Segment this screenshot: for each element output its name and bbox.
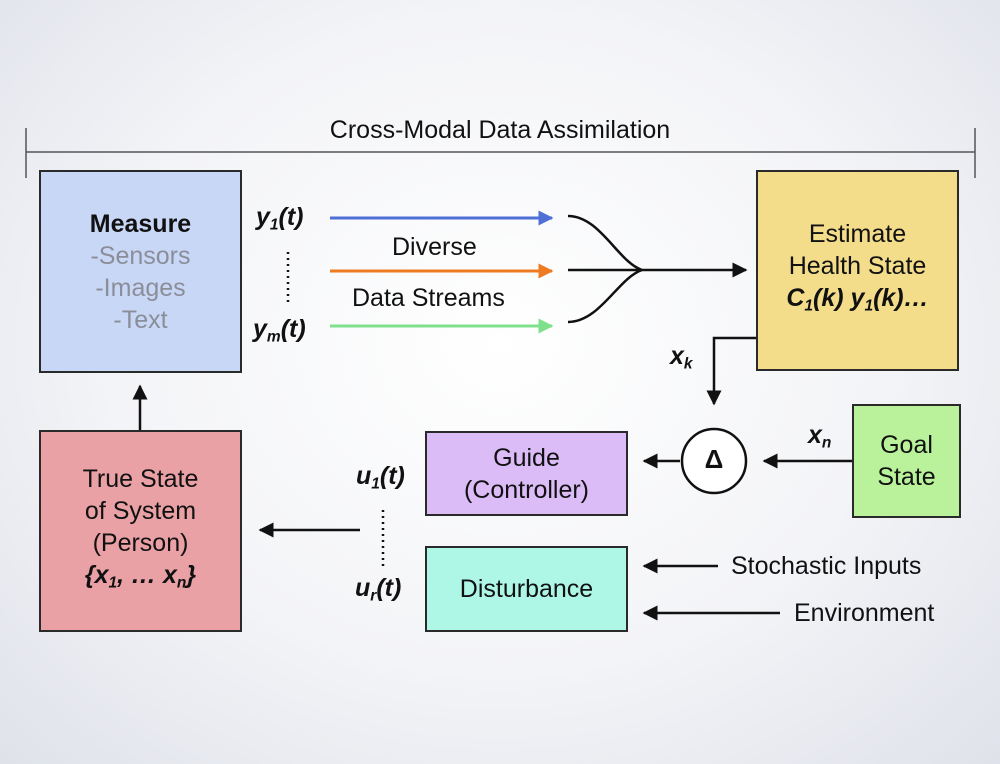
stochastic-inputs-label: Stochastic Inputs xyxy=(731,552,922,580)
xk-label: xk xyxy=(670,342,693,373)
u-bottom-label: ur(t) xyxy=(355,574,402,605)
xn-label: xn xyxy=(808,421,832,452)
estimate-to-delta-arrow xyxy=(706,336,756,406)
y-top-label: y1(t) xyxy=(256,203,304,234)
measure-box: Measure -Sensors -Images -Text xyxy=(39,170,242,373)
title-bracket xyxy=(25,128,976,178)
streams-label-diverse: Diverse xyxy=(392,233,477,261)
diagram-title: Cross-Modal Data Assimilation xyxy=(329,116,671,144)
guide-line2: (Controller) xyxy=(463,475,590,504)
environment-label: Environment xyxy=(794,599,935,627)
goal-line1: Goal xyxy=(880,431,933,459)
stream-merge xyxy=(567,214,643,324)
guide-box: Guide (Controller) xyxy=(425,431,628,516)
estimate-line3: C1(k) y1(k)… xyxy=(786,284,929,315)
disturbance-box: Disturbance xyxy=(425,546,628,632)
true-state-box: True State of System (Person) {x1, … xn} xyxy=(39,430,242,632)
measure-item-images: -Images xyxy=(95,273,186,302)
disturbance-label: Disturbance xyxy=(459,575,594,603)
guide-line1: Guide xyxy=(493,443,560,472)
true-state-line1: True State xyxy=(82,464,199,493)
measure-item-sensors: -Sensors xyxy=(90,241,191,270)
measure-item-text: -Text xyxy=(113,305,168,334)
y-bottom-label: ym(t) xyxy=(253,315,306,346)
delta-comparator xyxy=(680,427,748,495)
true-state-line3: (Person) xyxy=(92,528,189,557)
true-state-line4: {x1, … xn} xyxy=(84,560,197,592)
estimate-line1: Estimate xyxy=(808,220,907,249)
delta-symbol: Δ xyxy=(704,444,724,474)
measure-title: Measure xyxy=(89,209,192,238)
u-top-label: u1(t) xyxy=(356,462,405,493)
streams-label-data-streams: Data Streams xyxy=(352,284,505,312)
estimate-box: Estimate Health State C1(k) y1(k)… xyxy=(756,170,959,371)
goal-state-box: Goal State xyxy=(852,404,961,518)
true-state-line2: of System xyxy=(84,496,197,525)
goal-line2: State xyxy=(877,463,936,491)
estimate-line2: Health State xyxy=(788,252,927,281)
